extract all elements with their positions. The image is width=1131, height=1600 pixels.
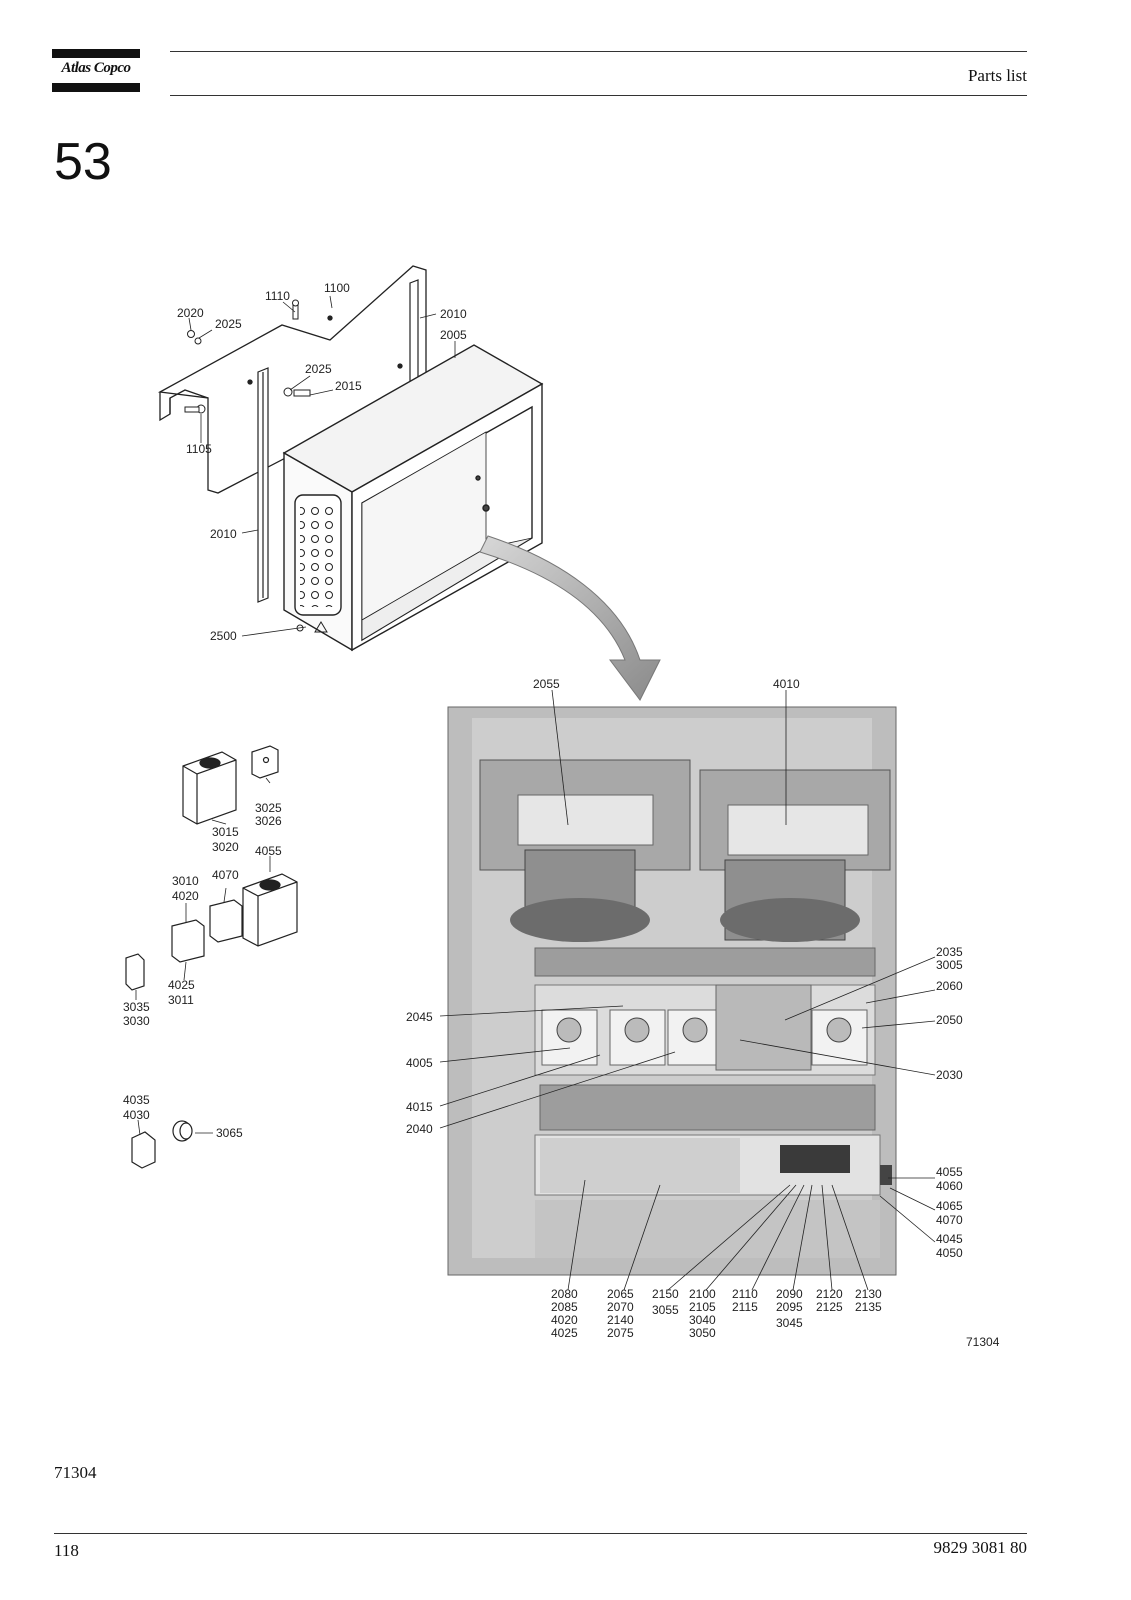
callout-labels: 1110 1100 2020 2025 2010 2005 2025 2015 … xyxy=(123,281,1000,1349)
header-rule-top xyxy=(170,51,1027,52)
callout-3015: 3015 xyxy=(212,825,239,839)
drawing-id: 71304 xyxy=(966,1335,1000,1349)
callout-2095: 2095 xyxy=(776,1300,803,1314)
callout-4020: 4020 xyxy=(172,889,199,903)
din-rail-front xyxy=(257,367,269,603)
callout-2120: 2120 xyxy=(816,1287,843,1301)
callout-2020: 2020 xyxy=(177,306,204,320)
callout-4025: 4025 xyxy=(551,1326,578,1340)
logo-bar-bottom xyxy=(52,83,140,92)
callout-3020: 3020 xyxy=(212,840,239,854)
callout-2005: 2005 xyxy=(440,328,467,342)
callout-2010: 2010 xyxy=(210,527,237,541)
callout-4005: 4005 xyxy=(406,1056,433,1070)
atlas-copco-logo: Atlas Copco xyxy=(52,49,140,93)
detail-arrow xyxy=(479,535,661,701)
cabinet-interior-photo xyxy=(447,706,897,1276)
callout-4010: 4010 xyxy=(773,677,800,691)
cabinet-enclosure xyxy=(282,344,544,652)
callout-1105: 1105 xyxy=(186,442,212,456)
figure-reference: 71304 xyxy=(54,1463,97,1482)
din-rail-back xyxy=(409,279,419,393)
loose-parts xyxy=(125,745,298,1169)
callout-4020: 4020 xyxy=(551,1313,578,1327)
callout-2070: 2070 xyxy=(607,1300,634,1314)
callout-4055: 4055 xyxy=(936,1165,963,1179)
callout-3050: 3050 xyxy=(689,1326,716,1340)
callout-2085: 2085 xyxy=(551,1300,578,1314)
header-rule-bottom xyxy=(170,95,1027,96)
callout-2125: 2125 xyxy=(816,1300,843,1314)
callout-2040: 2040 xyxy=(406,1122,433,1136)
callout-4045: 4045 xyxy=(936,1232,963,1246)
header-title: Parts list xyxy=(967,66,1027,85)
callout-3055: 3055 xyxy=(652,1303,679,1317)
document-number: 9829 3081 80 xyxy=(933,1538,1028,1557)
callout-2150: 2150 xyxy=(652,1287,679,1301)
callout-4015: 4015 xyxy=(406,1100,433,1114)
callout-2030: 2030 xyxy=(936,1068,963,1082)
callout-2035: 2035 xyxy=(936,945,963,959)
mounting-plate xyxy=(157,265,427,494)
callout-4060: 4060 xyxy=(936,1179,963,1193)
logo-bar-top xyxy=(52,49,140,58)
callout-2025: 2025 xyxy=(305,362,332,376)
callout-2025: 2025 xyxy=(215,317,242,331)
screw-parts xyxy=(184,299,311,414)
callout-2105: 2105 xyxy=(689,1300,716,1314)
callout-2065: 2065 xyxy=(607,1287,634,1301)
callout-2110: 2110 xyxy=(732,1287,758,1301)
callout-3005: 3005 xyxy=(936,958,963,972)
chapter-number: 53 xyxy=(54,133,112,191)
callout-2135: 2135 xyxy=(855,1300,882,1314)
callout-2055: 2055 xyxy=(533,677,560,691)
callout-2140: 2140 xyxy=(607,1313,634,1327)
callout-2050: 2050 xyxy=(936,1013,963,1027)
callout-3065: 3065 xyxy=(216,1126,243,1140)
callout-3011: 3011 xyxy=(168,993,194,1007)
callout-2080: 2080 xyxy=(551,1287,578,1301)
callout-4065: 4065 xyxy=(936,1199,963,1213)
callout-2090: 2090 xyxy=(776,1287,803,1301)
callout-2010: 2010 xyxy=(440,307,467,321)
callout-2060: 2060 xyxy=(936,979,963,993)
callout-2130: 2130 xyxy=(855,1287,882,1301)
callout-3010: 3010 xyxy=(172,874,199,888)
callout-1110: 1110 xyxy=(265,289,290,303)
page-number: 118 xyxy=(54,1541,79,1560)
logo-wordmark: Atlas Copco xyxy=(61,60,131,76)
callout-3035: 3035 xyxy=(123,1000,150,1014)
callout-2115: 2115 xyxy=(732,1300,758,1314)
callout-4035: 4035 xyxy=(123,1093,150,1107)
callout-2015: 2015 xyxy=(335,379,362,393)
callout-2500: 2500 xyxy=(210,629,237,643)
callout-3040: 3040 xyxy=(689,1313,716,1327)
callout-4070: 4070 xyxy=(212,868,239,882)
callout-4030: 4030 xyxy=(123,1108,150,1122)
footer-rule xyxy=(54,1533,1027,1534)
callout-2100: 2100 xyxy=(689,1287,716,1301)
callout-3045: 3045 xyxy=(776,1316,803,1330)
callout-1100: 1100 xyxy=(324,281,350,295)
callout-4070: 4070 xyxy=(936,1213,963,1227)
callout-4055: 4055 xyxy=(255,844,282,858)
callout-3030: 3030 xyxy=(123,1014,150,1028)
callout-4050: 4050 xyxy=(936,1246,963,1260)
callout-3026: 3026 xyxy=(255,814,282,828)
leader-lines xyxy=(135,295,936,1291)
callout-3025: 3025 xyxy=(255,801,282,815)
callout-2045: 2045 xyxy=(406,1010,433,1024)
callout-4025: 4025 xyxy=(168,978,195,992)
callout-2075: 2075 xyxy=(607,1326,634,1340)
